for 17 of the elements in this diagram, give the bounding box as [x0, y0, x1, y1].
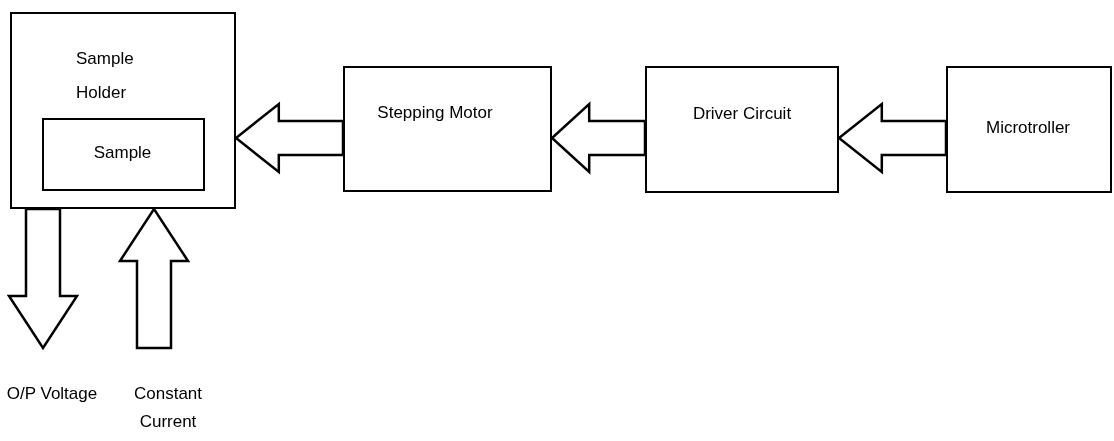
block-label: Driver Circuit	[691, 103, 793, 125]
block-box	[10, 12, 236, 209]
output-label: O/P Voltage	[6, 383, 98, 405]
block-box	[946, 66, 1112, 193]
block-box	[645, 66, 839, 193]
block-label: Microtroller	[984, 117, 1072, 139]
block-arrow	[6, 207, 80, 351]
block-arrow	[837, 101, 948, 175]
block-label: Sample	[92, 141, 153, 164]
block-label: Sample Holder	[76, 48, 135, 104]
block-arrow	[117, 206, 191, 350]
input-label: Constant Current	[132, 383, 203, 433]
block-arrow	[550, 101, 647, 175]
block-box	[41, 117, 205, 191]
block-arrow	[234, 101, 345, 175]
block-box	[343, 66, 552, 192]
block-label: Stepping Motor	[376, 102, 494, 124]
